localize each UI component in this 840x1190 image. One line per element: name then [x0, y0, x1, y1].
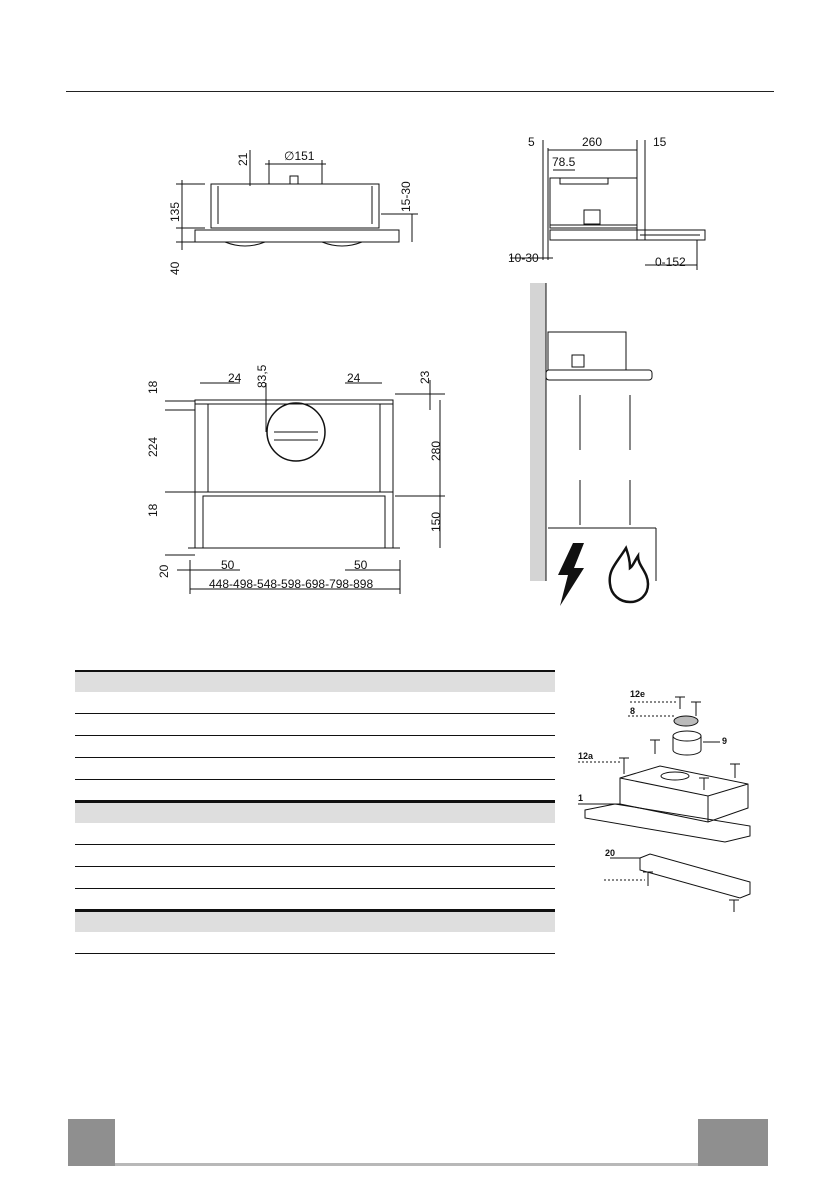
part-label-1: 1	[578, 793, 583, 803]
table-row	[75, 932, 555, 954]
side-dim-width: 260	[582, 135, 602, 149]
top-dim-inner-left: 50	[221, 558, 235, 572]
side-dim-left: 5	[528, 135, 535, 149]
top-dim-widths: 448-498-548-598-698-798-898	[209, 577, 373, 591]
top-dim-bottom-left: 20	[157, 564, 171, 578]
table-row	[75, 889, 555, 910]
top-dim-top-right: 23	[418, 370, 432, 384]
table-section-header	[75, 910, 555, 932]
top-dim-left-low: 18	[146, 503, 160, 517]
top-dim-left-mid: 224	[146, 437, 160, 457]
part-label-20: 20	[605, 848, 615, 858]
part-label-12e: 12e	[630, 689, 645, 699]
table-row	[75, 845, 555, 867]
table-row	[75, 714, 555, 736]
lightning-icon	[558, 543, 584, 606]
table-row	[75, 867, 555, 889]
table-row	[75, 823, 555, 845]
footer-bar	[115, 1163, 698, 1166]
header-rule	[66, 91, 774, 92]
part-label-8: 8	[630, 706, 635, 716]
table-row	[75, 692, 555, 714]
table-row	[75, 780, 555, 801]
top-dim-right-low: 150	[429, 512, 443, 532]
front-dim-bottom: 40	[168, 261, 182, 275]
top-dim-collar-offset: 83,5	[255, 364, 269, 388]
table-section-header	[75, 801, 555, 823]
front-dim-side: 15-30	[399, 181, 413, 212]
table-section-header	[75, 670, 555, 692]
top-dim-left-gap: 24	[228, 371, 242, 385]
footer-tab-right	[698, 1119, 768, 1166]
top-dim-left-top: 18	[146, 380, 160, 394]
front-dim-top: 21	[236, 152, 250, 166]
side-dim-wall: 10-30	[508, 251, 539, 265]
table-row	[75, 758, 555, 780]
side-dim-right: 15	[653, 135, 667, 149]
page-footer	[68, 1119, 768, 1166]
table-row	[75, 736, 555, 758]
front-dim-height: 135	[168, 202, 182, 222]
side-dim-collar: 78.5	[552, 155, 576, 169]
footer-tab-left	[68, 1119, 115, 1166]
top-dim-right-gap: 24	[347, 371, 361, 385]
flame-icon	[608, 545, 650, 604]
side-dim-pullout: 0-152	[655, 255, 686, 269]
top-dim-right-depth: 280	[429, 441, 443, 461]
parts-table	[75, 670, 555, 954]
part-label-12a: 12a	[578, 751, 594, 761]
front-diameter-label: ∅151	[284, 149, 315, 163]
part-label-9: 9	[722, 736, 727, 746]
top-dim-inner-right: 50	[354, 558, 368, 572]
